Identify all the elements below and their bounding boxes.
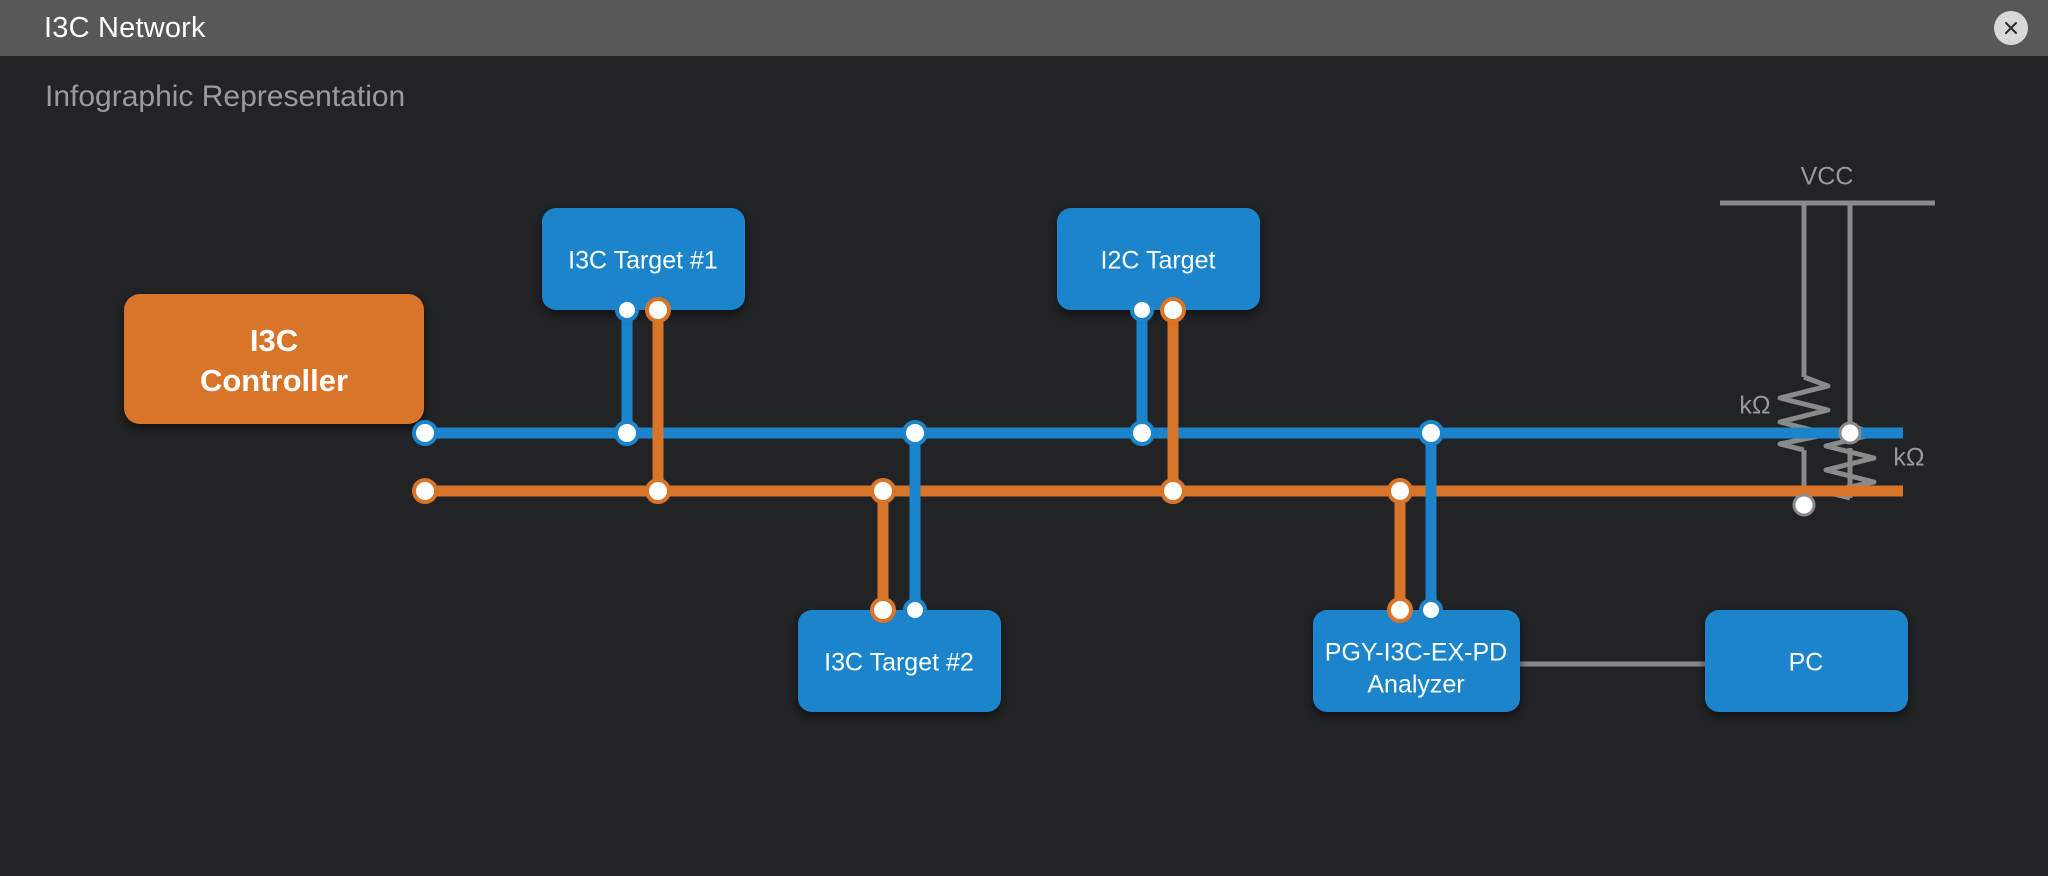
resistor-symbol-1: [1777, 374, 1831, 453]
node-analyzer-line2: Analyzer: [1367, 671, 1464, 699]
node-i3c-controller[interactable]: I3C Controller: [124, 294, 424, 424]
connector-dot-i2ctarget-scl-pin: [1130, 298, 1154, 322]
node-i3c-target-1[interactable]: I3C Target #1: [542, 208, 745, 310]
node-analyzer[interactable]: PGY-I3C-EX-PD Analyzer: [1313, 610, 1520, 712]
junction-dot-pullup-scl: [1838, 421, 1862, 445]
vcc-label: VCC: [1801, 163, 1854, 191]
page-subtitle: Infographic Representation: [45, 80, 406, 113]
node-pc-label: PC: [1789, 649, 1824, 677]
junction-dot-pullup-sda: [1792, 493, 1816, 517]
connector-dot-target2-scl-pin: [903, 598, 927, 622]
connector-dot-controller-sda: [412, 478, 438, 504]
connector-dot-controller-scl: [412, 420, 438, 446]
junction-dot-target1-sda: [645, 478, 671, 504]
close-icon[interactable]: [1994, 11, 2028, 45]
node-pc[interactable]: PC: [1705, 610, 1908, 712]
node-i3c-target-2-label: I3C Target #2: [824, 649, 974, 677]
node-i3c-target-1-label: I3C Target #1: [568, 247, 718, 275]
node-i3c-controller-line2: Controller: [200, 363, 348, 398]
resistor-2-label: kΩ: [1893, 444, 1924, 472]
node-i3c-controller-line1: I3C: [250, 323, 298, 358]
junction-dot-analyzer-scl: [1418, 420, 1444, 446]
node-i2c-target[interactable]: I2C Target: [1057, 208, 1260, 310]
connector-dot-analyzer-scl-pin: [1419, 598, 1443, 622]
junction-dot-i2ctarget-sda: [1160, 478, 1186, 504]
connector-dot-target1-sda-pin: [645, 297, 671, 323]
node-i3c-target-2[interactable]: I3C Target #2: [798, 610, 1001, 712]
resistor-1-label: kΩ: [1739, 392, 1770, 420]
junction-dot-target1-scl: [614, 420, 640, 446]
junction-dot-i2ctarget-scl: [1129, 420, 1155, 446]
window-titlebar: I3C Network: [0, 0, 2048, 56]
connector-dot-target1-scl-pin: [615, 298, 639, 322]
connector-dot-analyzer-sda-pin: [1387, 597, 1413, 623]
window-title: I3C Network: [44, 11, 206, 44]
node-analyzer-line1: PGY-I3C-EX-PD: [1325, 639, 1507, 667]
connector-dot-i2ctarget-sda-pin: [1160, 297, 1186, 323]
junction-dot-analyzer-sda: [1387, 478, 1413, 504]
connector-dot-target2-sda-pin: [870, 597, 896, 623]
network-diagram-canvas: VCC kΩ kΩ I3C Controller I3C Target #1 I…: [0, 130, 2048, 876]
junction-dot-target2-scl: [902, 420, 928, 446]
node-i2c-target-label: I2C Target: [1101, 247, 1216, 275]
junction-dot-target2-sda: [870, 478, 896, 504]
